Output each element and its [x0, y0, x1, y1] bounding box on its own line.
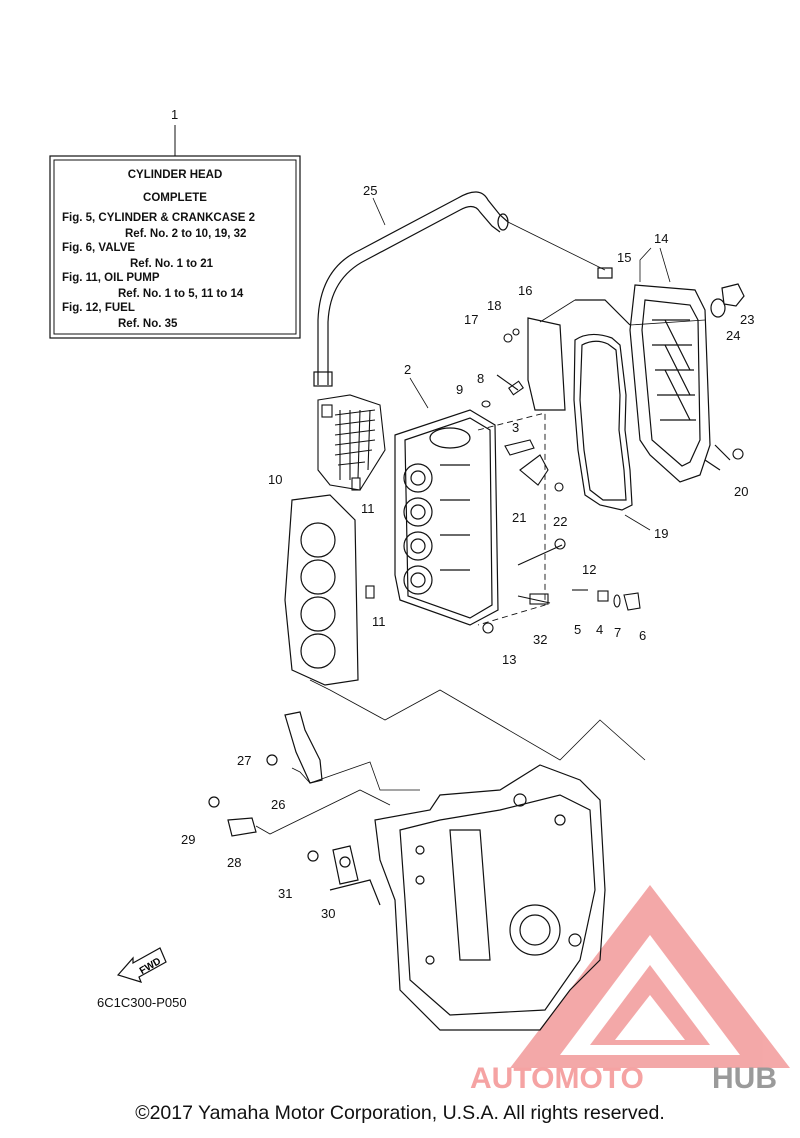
callout-32: 32: [533, 632, 547, 647]
info-line-5: Fig. 11, OIL PUMP: [62, 272, 160, 284]
callout-11a: 11: [361, 501, 375, 516]
callout-15: 15: [617, 250, 631, 265]
callout-18: 18: [487, 298, 501, 313]
plug-part: [710, 283, 745, 318]
callout-23: 23: [740, 312, 754, 327]
info-line-4: Ref. No. 1 to 21: [130, 258, 214, 270]
callout-14: 14: [654, 231, 668, 246]
crankcase-block: [329, 764, 606, 1031]
callout-22: 22: [553, 514, 567, 529]
callout-10: 10: [268, 472, 282, 487]
callout-21: 21: [512, 510, 526, 525]
callout-26: 26: [271, 797, 285, 812]
head-gasket: [284, 494, 646, 761]
info-line-8: Ref. No. 35: [118, 318, 178, 330]
watermark-text: AUTOMOTO HUB: [470, 1062, 777, 1095]
info-box: 1 CYLINDER HEAD COMPLETE Fig. 5, CYLINDE…: [49, 107, 301, 339]
callout-6: 6: [639, 628, 646, 643]
cover-part: [539, 267, 731, 483]
watermark-logo: [510, 885, 790, 1068]
callout-19: 19: [654, 526, 668, 541]
callout-8: 8: [477, 371, 484, 386]
info-line-1: Fig. 5, CYLINDER & CRANKCASE 2: [62, 212, 255, 224]
callout-24: 24: [726, 328, 740, 343]
cylinder-head: [394, 409, 546, 626]
callouts: 25 14 15 23 24 16 18 17 2 9 8 3 10 11 21…: [181, 183, 754, 921]
callout-17: 17: [464, 312, 478, 327]
callout-4: 4: [596, 622, 603, 637]
callout-12: 12: [582, 562, 596, 577]
info-subtitle: COMPLETE: [143, 192, 207, 204]
callout-30: 30: [321, 906, 335, 921]
callout-29: 29: [181, 832, 195, 847]
callout-16: 16: [518, 283, 532, 298]
callout-7: 7: [614, 625, 621, 640]
callout-31: 31: [278, 886, 292, 901]
fwd-arrow: FWD: [116, 947, 167, 983]
watermark-part2: HUB: [712, 1062, 777, 1095]
callout-25: 25: [363, 183, 377, 198]
callout-28: 28: [227, 855, 241, 870]
callout-5: 5: [574, 622, 581, 637]
info-line-7: Fig. 12, FUEL: [62, 302, 135, 314]
gasket-parts: [527, 317, 633, 511]
copyright: ©2017 Yamaha Motor Corporation, U.S.A. A…: [135, 1102, 665, 1124]
hose: [313, 191, 606, 387]
callout-27: 27: [237, 753, 251, 768]
callout-20: 20: [734, 484, 748, 499]
callout-2: 2: [404, 362, 411, 377]
info-line-2: Ref. No. 2 to 10, 19, 32: [125, 228, 246, 240]
watermark-part1: AUTOMOTO: [470, 1062, 644, 1095]
callout-9: 9: [456, 382, 463, 397]
small-parts: [351, 328, 744, 634]
callout-3: 3: [512, 420, 519, 435]
callout-1: 1: [171, 107, 178, 122]
filter-part: [317, 394, 386, 491]
callout-11b: 11: [372, 614, 386, 629]
bracket-parts: [208, 711, 420, 885]
info-line-6: Ref. No. 1 to 5, 11 to 14: [118, 288, 244, 300]
diagram-code: 6C1C300-P050: [97, 995, 187, 1010]
callout-13: 13: [502, 652, 516, 667]
info-line-3: Fig. 6, VALVE: [62, 242, 135, 254]
info-title: CYLINDER HEAD: [128, 169, 223, 181]
